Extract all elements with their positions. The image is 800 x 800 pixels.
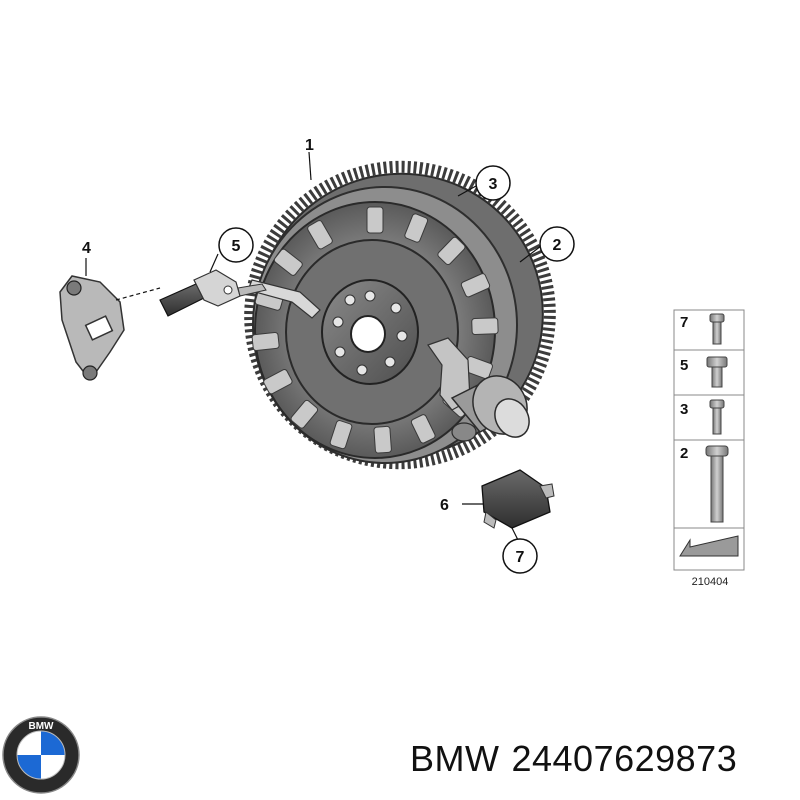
callout-4: 4 — [82, 240, 91, 257]
legend-row-2: 2 — [680, 445, 688, 462]
bolt-2-icon — [705, 445, 729, 523]
bmw-logo-text: BMW — [29, 721, 55, 732]
legend-row-7: 7 — [680, 314, 688, 331]
callout-5-bubble: 5 — [218, 227, 254, 263]
actuator-cylinder — [450, 375, 530, 442]
bolt-3-icon — [709, 399, 725, 435]
callout-3: 3 — [489, 176, 498, 193]
speed-sensor — [159, 269, 267, 317]
callout-3-bubble: 3 — [475, 165, 511, 201]
rotor-assembly — [244, 160, 556, 470]
part-label: BMW 24407629873 — [410, 738, 795, 788]
brand-name: BMW — [410, 738, 500, 779]
legend-row-5: 5 — [680, 357, 688, 374]
hub-bolt-holes — [332, 290, 408, 376]
callout-6: 6 — [440, 497, 449, 514]
bolt-7-icon — [709, 313, 725, 345]
image-number: 210404 — [692, 576, 729, 588]
callout-1: 1 — [305, 137, 314, 154]
sensor-plate — [59, 275, 125, 381]
leader-lines — [85, 151, 542, 541]
bolt-5-icon — [706, 356, 728, 388]
fastener-legend: 7 5 3 2 210404 — [673, 309, 745, 588]
callout-7: 7 — [516, 549, 525, 566]
bmw-logo: BMW — [2, 716, 80, 794]
callout-7-bubble: 7 — [502, 538, 538, 574]
hub-center-bore — [350, 315, 386, 353]
part-number: 24407629873 — [511, 738, 738, 779]
legend-row-3: 3 — [680, 401, 688, 418]
callout-5: 5 — [232, 238, 241, 255]
callout-2-bubble: 2 — [539, 226, 575, 262]
arrow-icon — [679, 535, 739, 557]
connector-block — [481, 469, 555, 529]
callout-2: 2 — [553, 237, 562, 254]
